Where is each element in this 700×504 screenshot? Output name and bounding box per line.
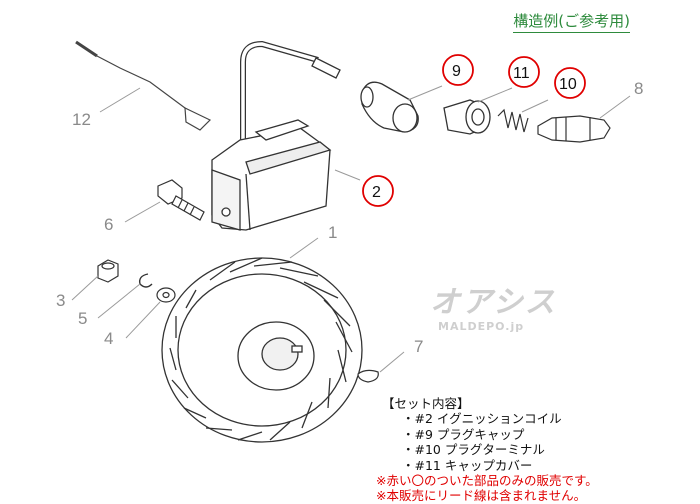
set-item-11: ・#11 キャップカバー [402,457,533,473]
highlight-circle-10 [554,67,586,99]
highlight-circles [362,54,586,207]
highlight-circle-2 [362,175,394,207]
callout-5: 5 [78,309,87,328]
part-1-flywheel [161,257,363,443]
callout-3: 3 [56,291,65,310]
part-6-bolt [157,179,205,221]
callout-1: 1 [328,223,337,242]
callout-8: 8 [634,79,643,98]
diagram-title: 構造例(ご参考用) [513,10,630,33]
set-contents-header: 【セット内容】 [382,396,470,411]
callout-12: 12 [72,110,91,129]
set-item-10: ・#10 プラグターミナル [402,442,545,458]
part-2-ignition-coil [211,40,341,231]
part-4-washer [156,287,176,303]
callout-9: 9 [452,63,461,80]
set-item-2: ・#2 イグニッションコイル [402,411,562,427]
part-3-nut [97,259,119,283]
callout-11: 11 [513,65,530,82]
highlight-circle-11 [508,56,540,88]
note-no-lead-wire: ※本販売にリード線は含まれません。 [376,488,587,504]
callout-6: 6 [104,215,113,234]
callout-2: 2 [372,184,381,201]
watermark-site: MALDEPO.jp [438,320,524,333]
part-11-cap-cover [443,99,491,135]
set-contents-box: 【セット内容】 ・#2 イグニッションコイル ・#9 プラグキャップ ・#10 … [376,396,696,504]
leader-lines [71,85,631,373]
callout-4: 4 [104,329,113,348]
part-10-plug-terminal [497,108,529,133]
set-item-9: ・#9 プラグキャップ [402,426,525,442]
part-7-key [357,369,379,383]
highlight-circle-9 [442,54,474,86]
callout-7: 7 [414,337,423,356]
callout-10: 10 [559,76,577,93]
watermark-brand: オアシス [430,285,557,320]
note-red-circle: ※赤い〇のついた部品のみの販売です。 [376,473,598,489]
part-5-spring-washer [138,273,153,288]
part-8-spark-plug [537,115,611,143]
part-9-plug-cap [360,81,419,133]
part-12-lead-wire [75,40,212,131]
